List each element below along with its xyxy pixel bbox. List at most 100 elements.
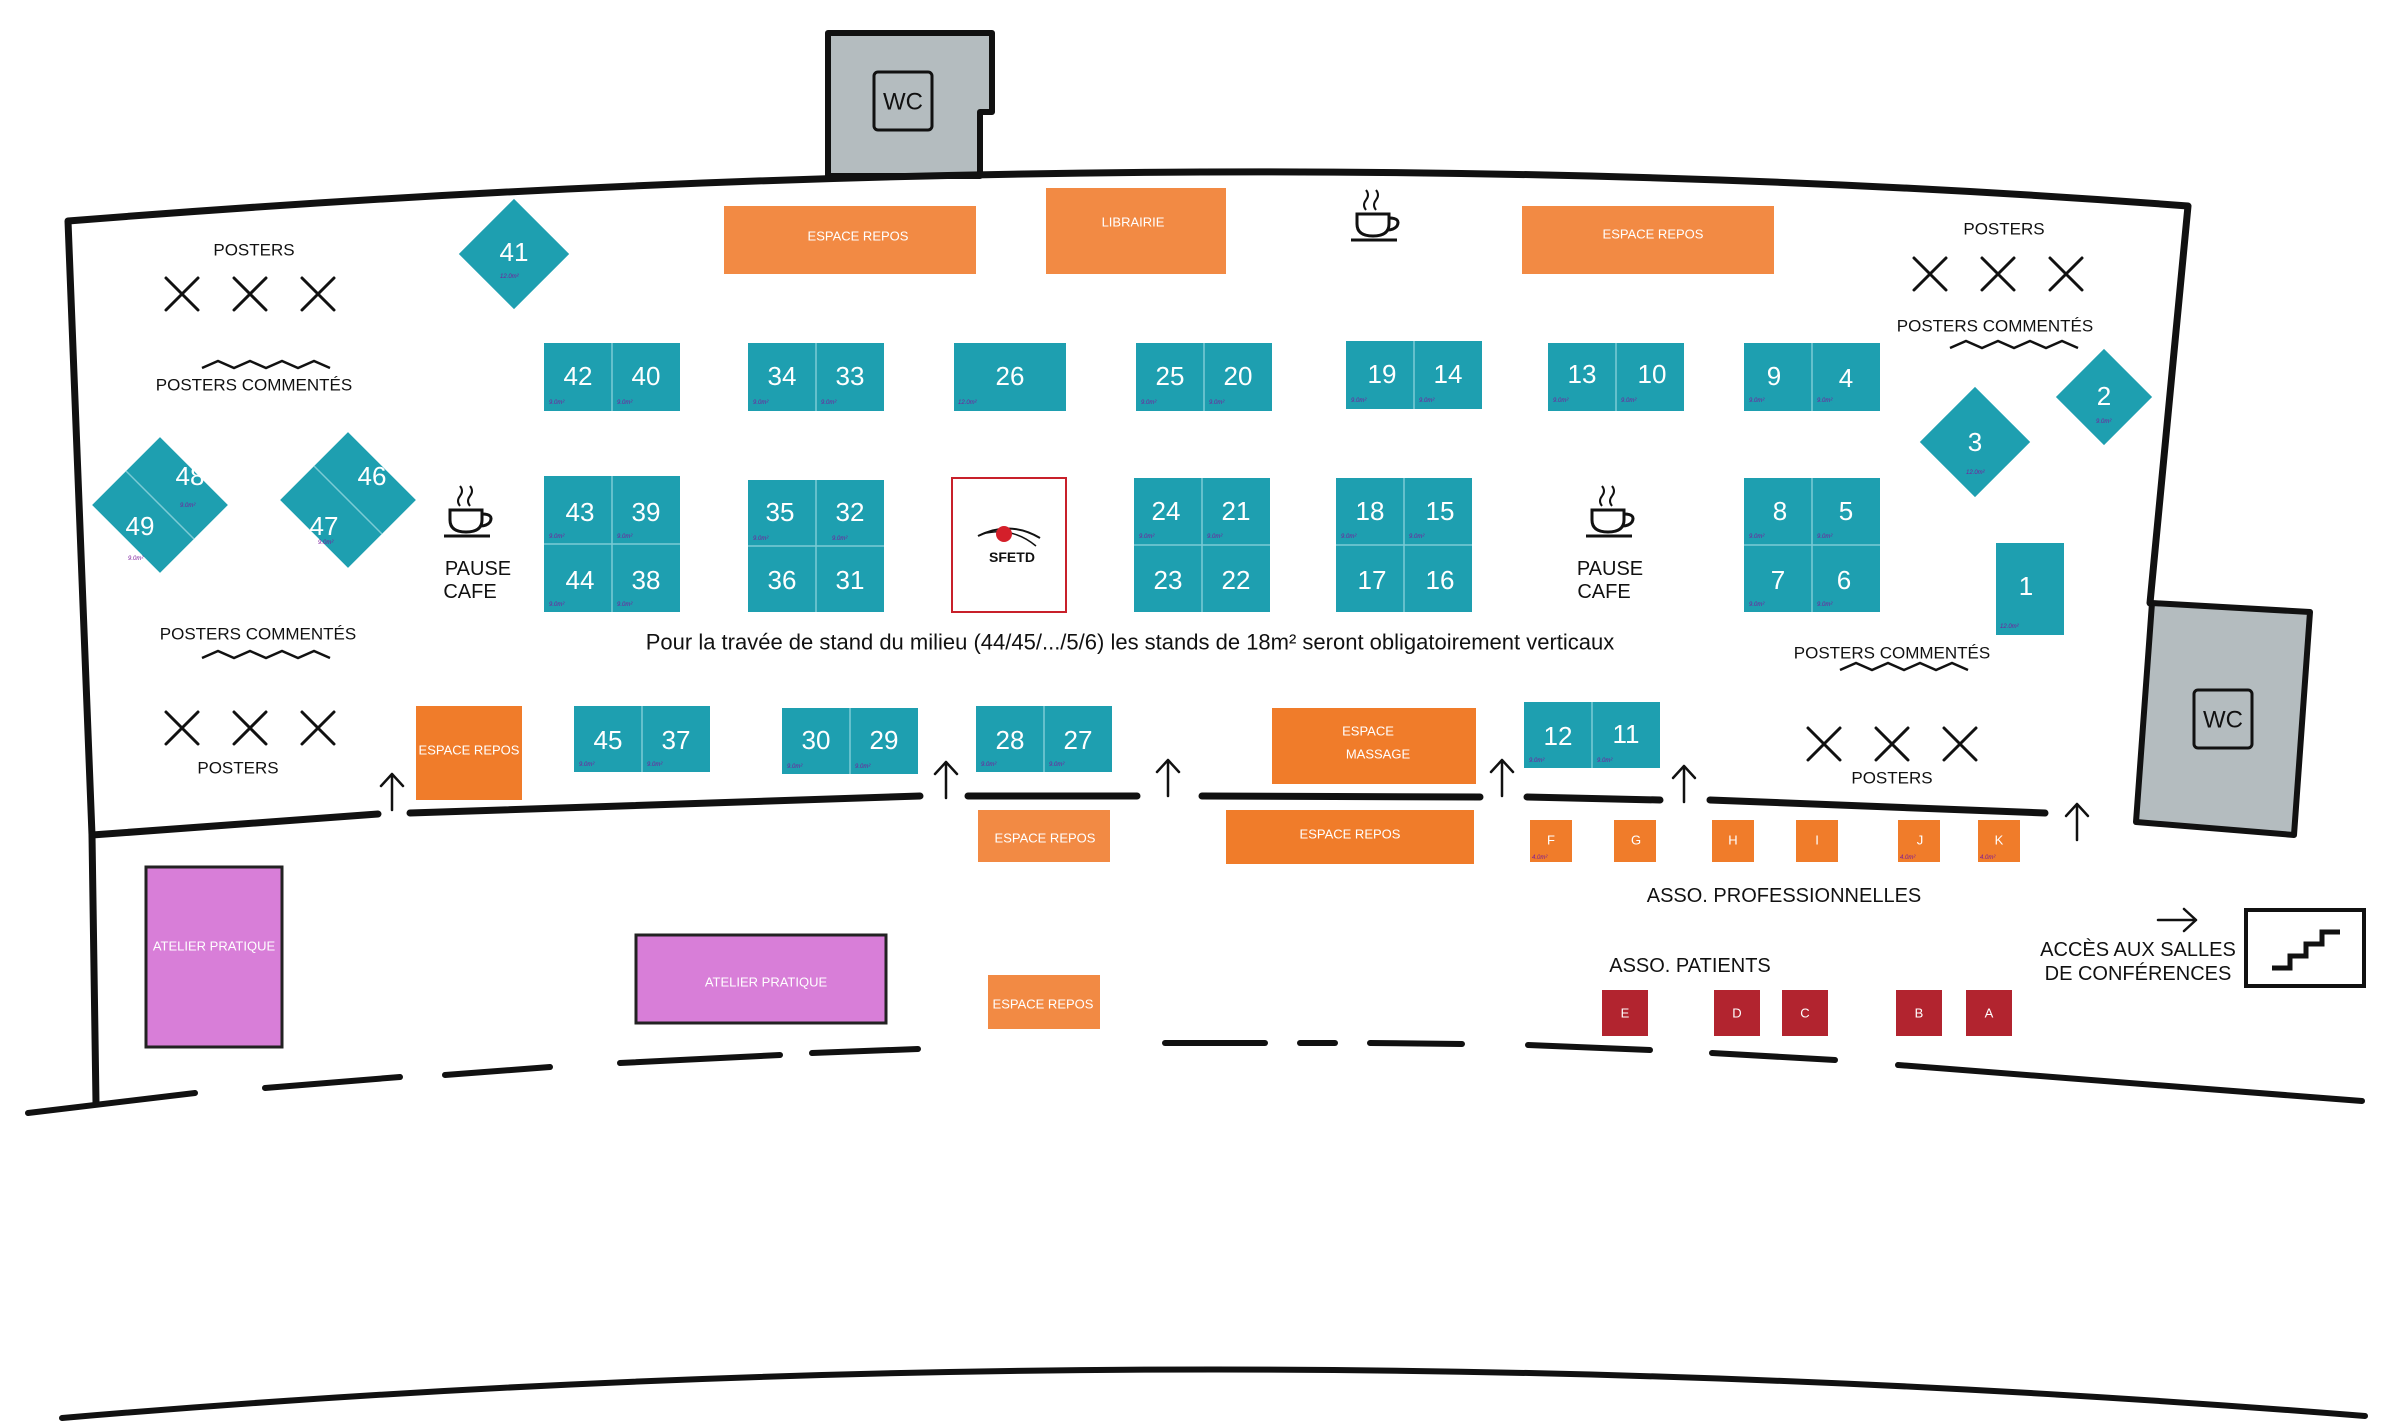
svg-text:9.0m²: 9.0m²: [2096, 419, 2112, 425]
svg-text:9.0m²: 9.0m²: [1139, 534, 1155, 540]
stand-34-33[interactable]: 34 33 9.0m² 9.0m²: [748, 343, 884, 411]
pause-cafe-left: PAUSE: [445, 558, 511, 580]
svg-text:9.0m²: 9.0m²: [617, 400, 633, 406]
svg-text:23: 23: [1154, 565, 1183, 595]
svg-text:I: I: [1815, 833, 1819, 848]
stand-47-label: 47: [310, 511, 339, 541]
espace-repos-left: ESPACE REPOS: [416, 706, 522, 800]
svg-text:11: 11: [1613, 719, 1640, 749]
coffee-cup-icon: [444, 485, 493, 538]
svg-text:9.0m²: 9.0m²: [579, 762, 595, 768]
svg-text:B: B: [1915, 1006, 1924, 1021]
stand-h[interactable]: H: [1712, 820, 1754, 862]
stand-c[interactable]: C: [1782, 990, 1828, 1036]
svg-text:9.0m²: 9.0m²: [1209, 400, 1225, 406]
svg-text:ESPACE REPOS: ESPACE REPOS: [993, 997, 1094, 1012]
stand-41[interactable]: 41 12.0m²: [458, 198, 570, 310]
svg-text:ESPACE REPOS: ESPACE REPOS: [1300, 827, 1401, 842]
svg-text:9.0m²: 9.0m²: [1817, 534, 1833, 540]
svg-text:J: J: [1917, 833, 1924, 848]
posters-label: POSTERS: [213, 241, 294, 260]
svg-text:9: 9: [1767, 361, 1781, 391]
wavy-line-icon: [1949, 339, 2079, 350]
stand-1[interactable]: 1 12.0m²: [1996, 543, 2064, 635]
espace-repos-lower: ESPACE REPOS: [988, 975, 1100, 1029]
stand-block-43-39-44-38[interactable]: 43 39 44 38 9.0m² 9.0m² 9.0m² 9.0m²: [544, 476, 680, 612]
stand-12-11[interactable]: 12 11 9.0m² 9.0m²: [1524, 702, 1660, 768]
stand-48-49[interactable]: 48 49 9.0m² 9.0m²: [92, 437, 228, 573]
stand-block-18-15-17-16[interactable]: 18 15 17 16 9.0m² 9.0m²: [1336, 478, 1472, 612]
svg-text:4.0m²: 4.0m²: [1900, 855, 1916, 861]
stand-42-40[interactable]: 42 40 9.0m² 9.0m²: [544, 343, 680, 411]
stand-9-4[interactable]: 9 4 9.0m² 9.0m²: [1744, 343, 1880, 411]
espace-repos-top-left: [724, 206, 976, 274]
acces-salles-label: DE CONFÉRENCES: [2045, 962, 2232, 985]
svg-text:4.0m²: 4.0m²: [1980, 855, 1996, 861]
posters-commentes-label: POSTERS COMMENTÉS: [1794, 644, 1990, 663]
stand-a[interactable]: A: [1966, 990, 2012, 1036]
svg-text:18: 18: [1356, 496, 1385, 526]
svg-text:9.0m²: 9.0m²: [549, 400, 565, 406]
svg-text:8: 8: [1773, 496, 1787, 526]
svg-text:28: 28: [996, 725, 1025, 755]
asso-patients-label: ASSO. PATIENTS: [1609, 955, 1771, 977]
atelier-pratique-left: ATELIER PRATIQUE: [144, 865, 284, 1049]
svg-text:9.0m²: 9.0m²: [1749, 602, 1765, 608]
svg-text:9.0m²: 9.0m²: [1597, 758, 1613, 764]
stand-f[interactable]: F 4.0m²: [1530, 820, 1572, 862]
svg-text:12.0m²: 12.0m²: [500, 274, 520, 280]
svg-text:24: 24: [1152, 496, 1181, 526]
hall-left-lower-wall: [88, 831, 100, 1107]
stand-d[interactable]: D: [1714, 990, 1760, 1036]
wc-right: WC: [2133, 600, 2313, 838]
stand-48-label: 48: [176, 461, 205, 491]
stand-13-10[interactable]: 13 10 9.0m² 9.0m²: [1548, 343, 1684, 411]
svg-text:19: 19: [1368, 359, 1397, 389]
svg-text:9.0m²: 9.0m²: [753, 400, 769, 406]
stand-block-24-21-23-22[interactable]: 24 21 23 22 9.0m² 9.0m²: [1134, 478, 1270, 612]
stand-2[interactable]: 2 9.0m²: [2055, 348, 2153, 446]
svg-text:35: 35: [766, 497, 795, 527]
svg-text:9.0m²: 9.0m²: [1621, 398, 1637, 404]
stand-3[interactable]: 3 12.0m²: [1919, 386, 2031, 498]
sfetd-stand[interactable]: SFETD: [951, 477, 1067, 613]
posters-commentes-label: POSTERS COMMENTÉS: [1897, 317, 2093, 336]
svg-text:9.0m²: 9.0m²: [1749, 398, 1765, 404]
svg-text:9.0m²: 9.0m²: [787, 764, 803, 770]
stand-46-label: 46: [358, 461, 387, 491]
stand-30-29[interactable]: 30 29 9.0m² 9.0m²: [782, 708, 918, 774]
librairie-label: LIBRAIRIE: [1102, 215, 1165, 230]
svg-text:16: 16: [1426, 565, 1455, 595]
stand-block-8-5-7-6[interactable]: 8 5 7 6 9.0m² 9.0m² 9.0m² 9.0m²: [1744, 478, 1880, 612]
stand-g[interactable]: G: [1614, 820, 1656, 862]
svg-text:12.0m²: 12.0m²: [958, 400, 978, 406]
stand-26[interactable]: 26 12.0m²: [954, 343, 1066, 411]
stand-25-20[interactable]: 25 20 9.0m² 9.0m²: [1136, 343, 1272, 411]
stand-45-37[interactable]: 45 37 9.0m² 9.0m²: [574, 706, 710, 772]
sfetd-logo-text: SFETD: [989, 549, 1035, 565]
stairs-icon[interactable]: [2244, 908, 2366, 988]
stand-b[interactable]: B: [1896, 990, 1942, 1036]
espace-repos-top-right: [1522, 206, 1774, 274]
stand-i[interactable]: I: [1796, 820, 1838, 862]
svg-text:9.0m²: 9.0m²: [855, 764, 871, 770]
svg-text:12: 12: [1544, 721, 1573, 751]
svg-text:9.0m²: 9.0m²: [549, 602, 565, 608]
stand-e[interactable]: E: [1602, 990, 1648, 1036]
svg-text:9.0m²: 9.0m²: [1409, 534, 1425, 540]
stand-19-14[interactable]: 19 14 9.0m² 9.0m²: [1346, 341, 1482, 409]
stand-k[interactable]: K 4.0m²: [1978, 820, 2020, 862]
stand-block-35-32-36-31[interactable]: 35 32 36 31 9.0m² 9.0m²: [748, 480, 884, 612]
svg-text:39: 39: [632, 497, 661, 527]
coffee-cup-icon: [1586, 485, 1635, 538]
x-mark-icon: [1806, 726, 1978, 762]
stand-28-27[interactable]: 28 27 9.0m² 9.0m²: [976, 706, 1112, 772]
svg-text:9.0m²: 9.0m²: [1049, 762, 1065, 768]
asso-patient-stands: E D C B A: [1602, 990, 2012, 1036]
stand-j[interactable]: J 4.0m²: [1898, 820, 1940, 862]
svg-text:9.0m²: 9.0m²: [1817, 602, 1833, 608]
svg-text:34: 34: [768, 361, 797, 391]
stand-46-47[interactable]: 46 47 9.0m²: [280, 432, 416, 568]
svg-text:9.0m²: 9.0m²: [318, 540, 334, 546]
